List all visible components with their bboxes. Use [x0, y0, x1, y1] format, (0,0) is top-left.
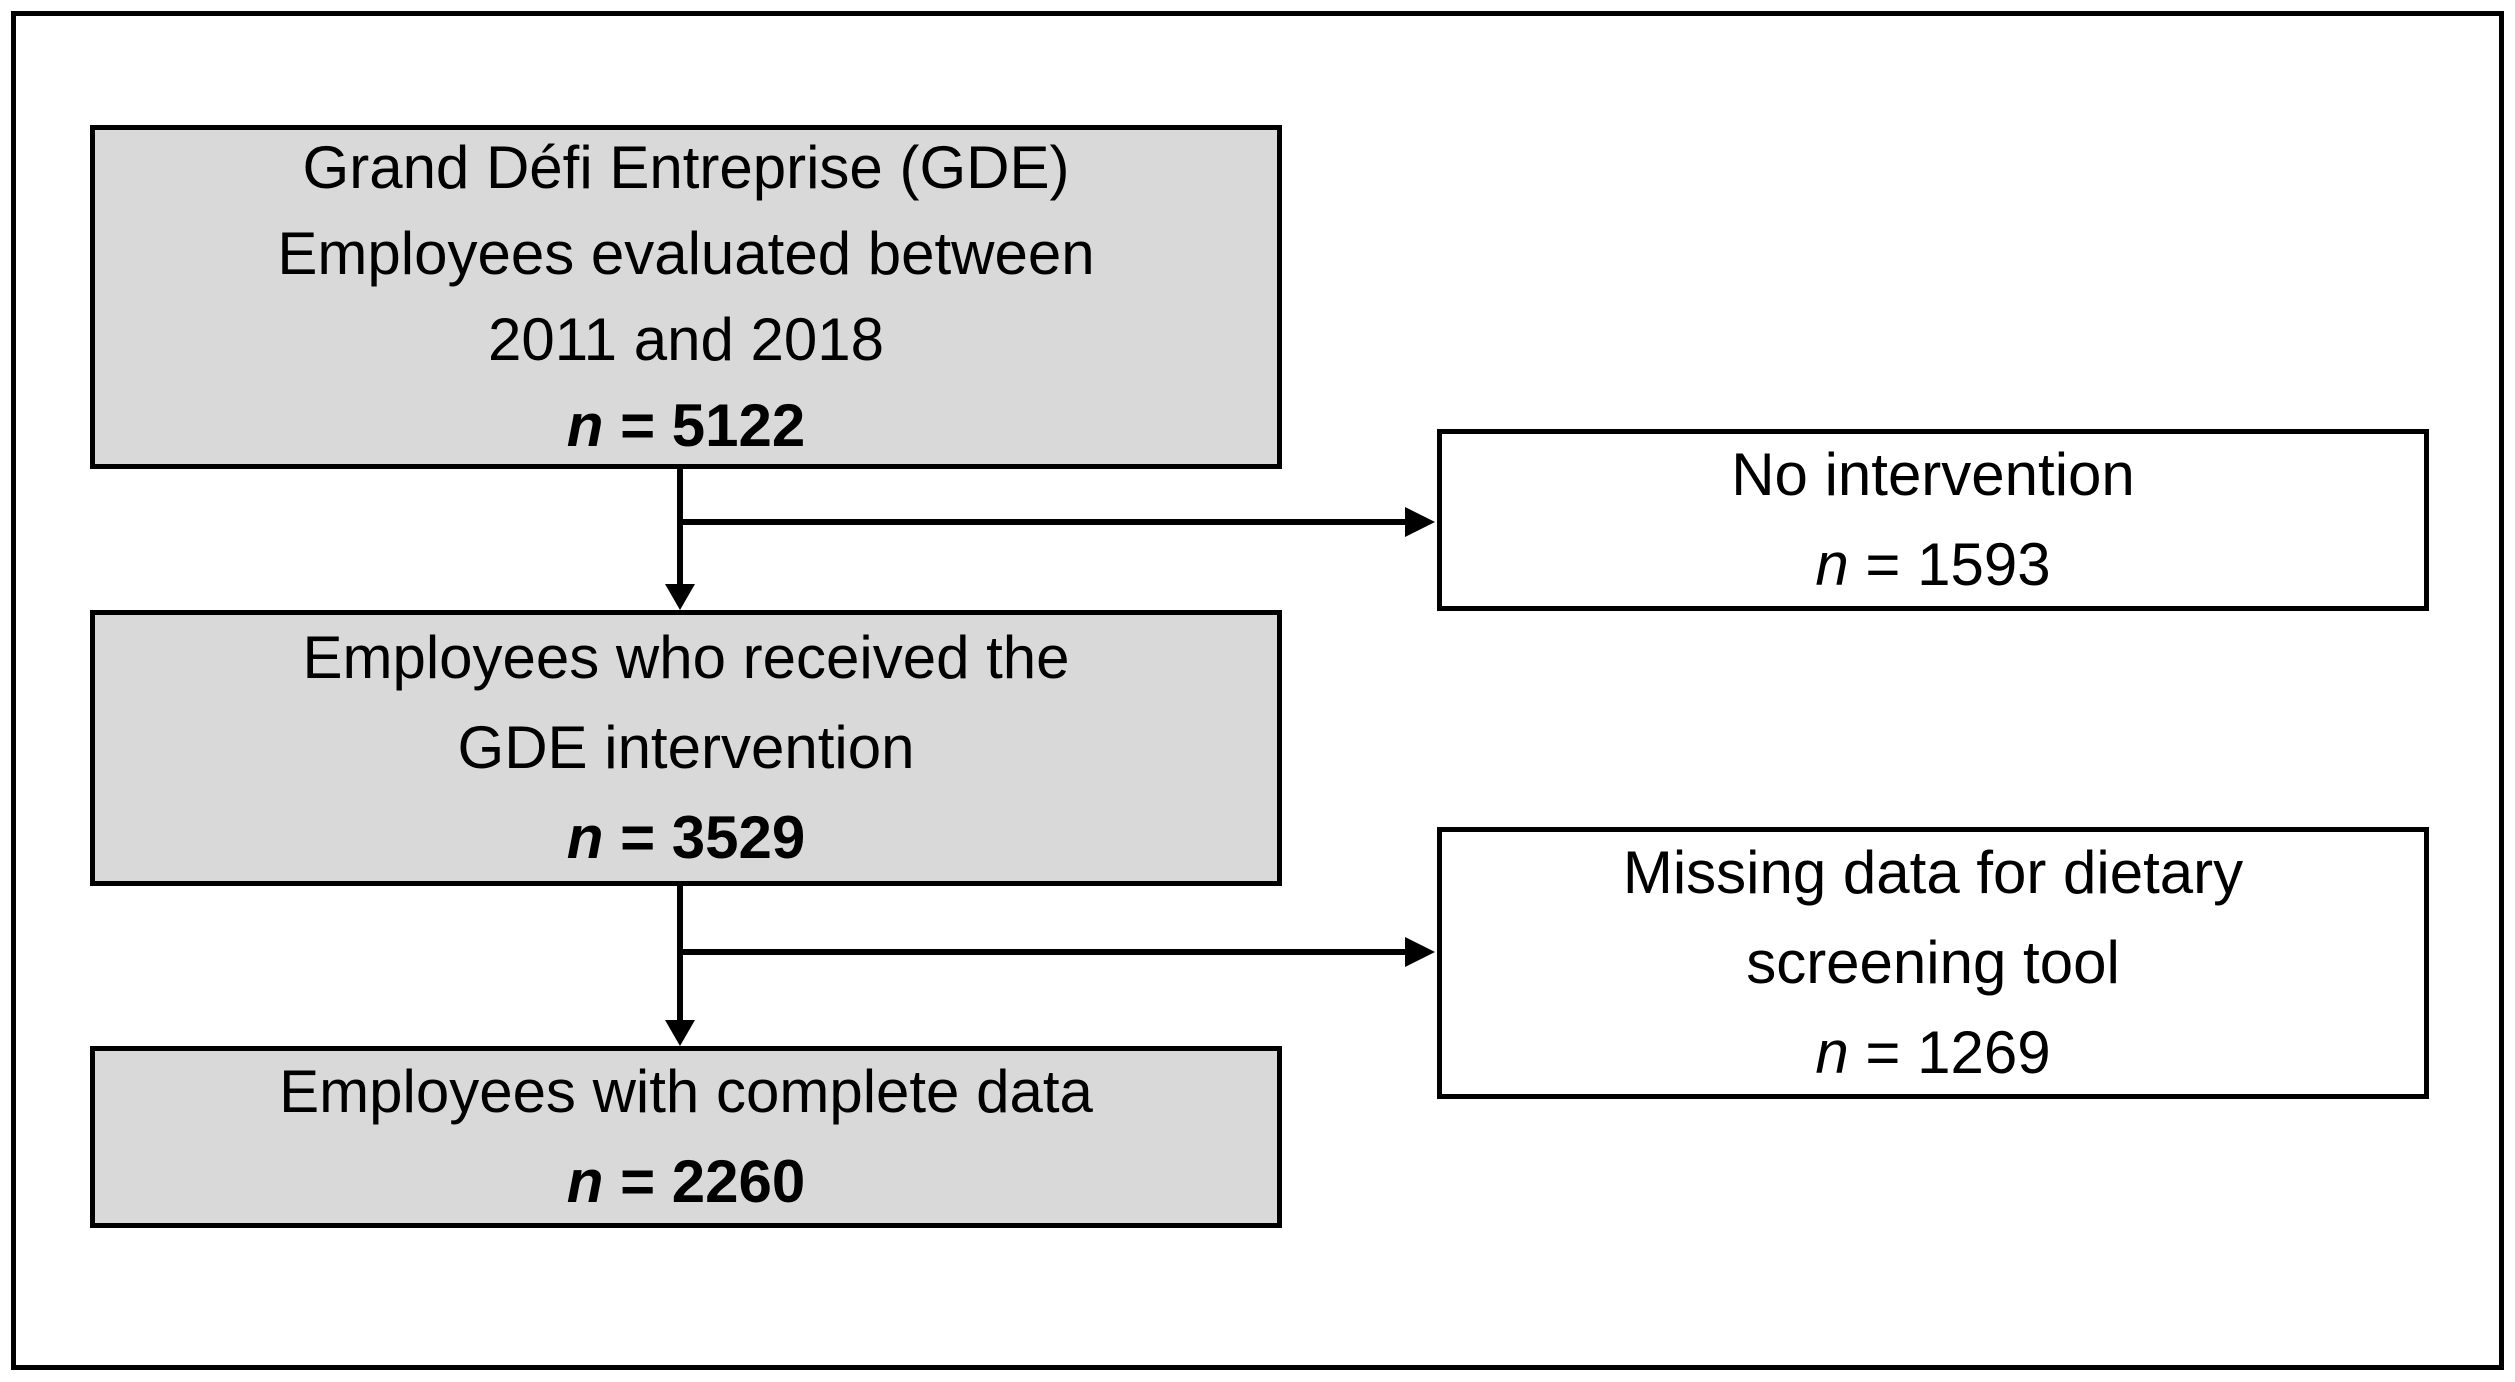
- arrowhead-down-icon-1: [665, 584, 695, 610]
- flow-box-no-intervention: No intervention n = 1593: [1437, 429, 2429, 611]
- n-symbol: n: [566, 392, 604, 459]
- arrowhead-down-icon-2: [665, 1020, 695, 1046]
- connector-branch-line-2: [680, 949, 1405, 955]
- n-value: = 2260: [620, 1148, 806, 1215]
- box-text-line: GDE intervention: [457, 714, 915, 781]
- arrowhead-right-icon-2: [1405, 937, 1435, 967]
- box-text-line: screening tool: [1746, 929, 2120, 996]
- box-n-count: n = 1593: [1815, 520, 2050, 610]
- box-text-line: 2011 and 2018: [488, 306, 884, 373]
- n-symbol: n: [566, 804, 604, 871]
- box-text-line: Employees who received the: [302, 624, 1070, 691]
- arrowhead-right-icon-1: [1405, 507, 1435, 537]
- n-value: = 5122: [620, 392, 806, 459]
- n-symbol: n: [1815, 1019, 1849, 1086]
- flow-box-missing-data: Missing data for dietary screening tool …: [1437, 827, 2429, 1099]
- box-n-count: n = 1269: [1815, 1008, 2050, 1098]
- connector-branch-line-1: [680, 519, 1405, 525]
- connector-vertical-line-1: [677, 465, 683, 585]
- box-text-line: Employees evaluated between: [277, 220, 1095, 287]
- n-value: = 3529: [620, 804, 806, 871]
- n-symbol: n: [566, 1148, 604, 1215]
- box-n-count: n = 2260: [567, 1137, 806, 1227]
- n-value: = 1593: [1865, 531, 2051, 598]
- flow-box-received-intervention: Employees who received the GDE intervent…: [90, 610, 1282, 886]
- box-n-count: n = 5122: [567, 383, 806, 469]
- diagram-border-frame: [11, 11, 2504, 1370]
- n-symbol: n: [1815, 531, 1849, 598]
- box-text-line: Missing data for dietary: [1622, 839, 2244, 906]
- flow-box-gde-total: Grand Défi Entreprise (GDE) Employees ev…: [90, 125, 1282, 469]
- box-text-line: Grand Défi Entreprise (GDE): [302, 134, 1070, 201]
- n-value: = 1269: [1865, 1019, 2051, 1086]
- box-n-count: n = 3529: [567, 793, 806, 883]
- box-text-line: No intervention: [1731, 441, 2135, 508]
- box-text-line: Employees with complete data: [279, 1058, 1093, 1125]
- flow-box-complete-data: Employees with complete data n = 2260: [90, 1046, 1282, 1228]
